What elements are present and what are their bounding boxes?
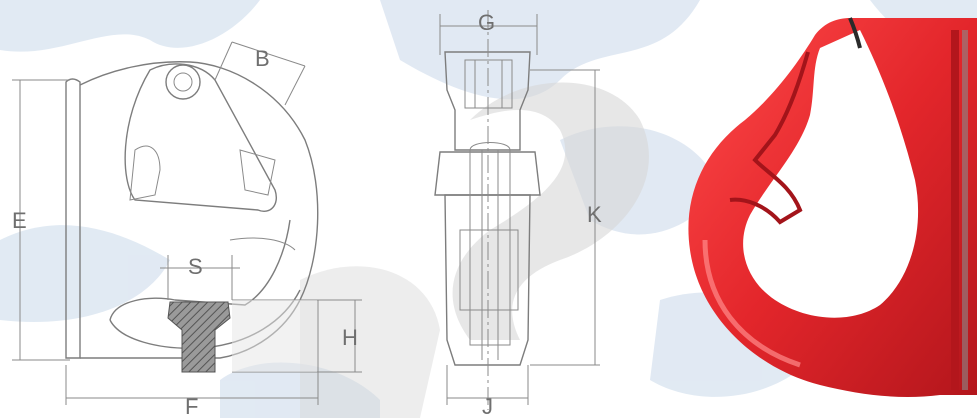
side-view-drawing: [12, 41, 362, 405]
label-S: S: [188, 254, 203, 279]
label-G: G: [478, 10, 495, 35]
label-F: F: [185, 394, 198, 418]
label-H: H: [342, 325, 358, 350]
label-J: J: [482, 394, 493, 418]
front-view-drawing: [434, 10, 600, 410]
red-hook-image: [688, 17, 977, 397]
label-B: B: [255, 46, 270, 71]
label-E: E: [12, 208, 27, 233]
label-K: K: [587, 202, 602, 227]
